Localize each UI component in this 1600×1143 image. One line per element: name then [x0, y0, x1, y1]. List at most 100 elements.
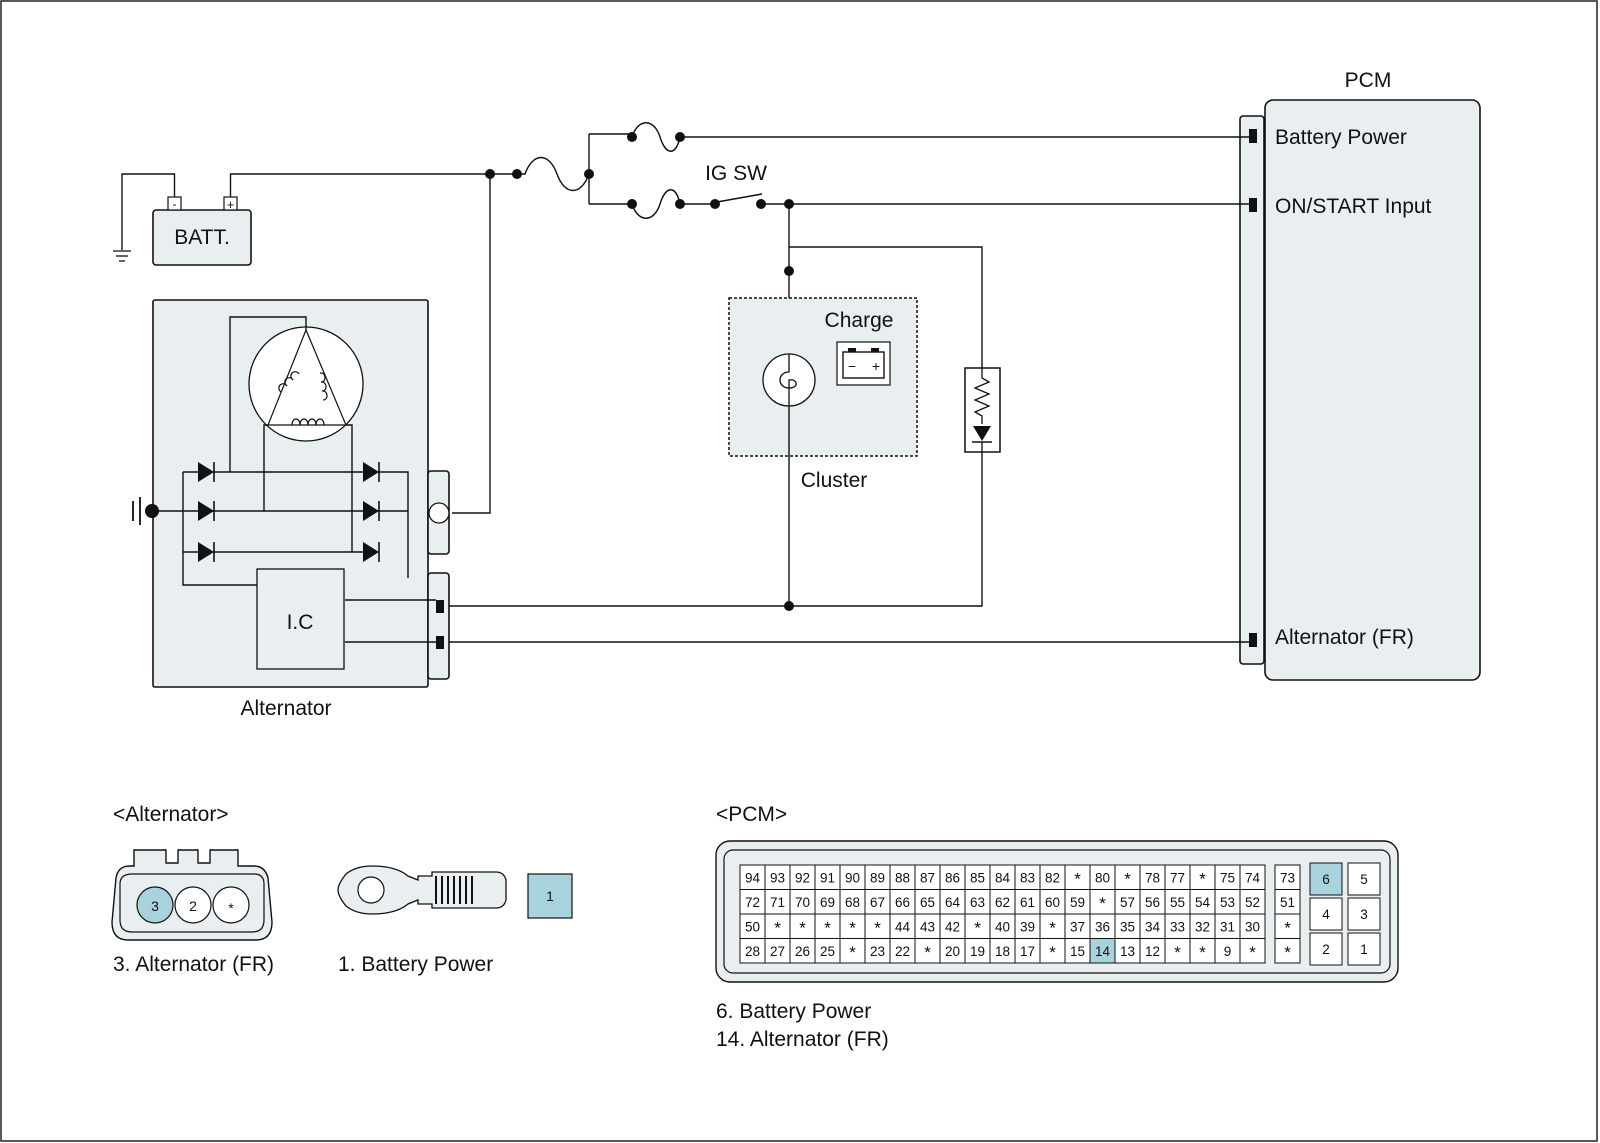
ig-switch-contact: [716, 193, 763, 203]
battery-warning-icon: − +: [842, 348, 885, 379]
pcm-pin-3-18-cell: [1189, 938, 1216, 964]
pcm-pin-2-16-label: 34: [1145, 919, 1161, 934]
pcm-block-pin-6-label: 6: [1322, 872, 1330, 887]
pcm-pin-3-0-label: 28: [745, 944, 760, 959]
pcm-block-pin-1-cell: [1347, 932, 1381, 966]
pcm-block-pin-1-label: 1: [1360, 942, 1368, 957]
pcm-pin-1-1-label: 71: [770, 895, 785, 910]
alt-conn-pin-3: [136, 886, 174, 924]
pcm-pin-1-2-label: 70: [795, 895, 810, 910]
pcm-label-alternator-fr: Alternator (FR): [1275, 626, 1414, 649]
pcm-pin-0-8-label: 86: [945, 870, 960, 885]
pcm-pin-1-0-label: 72: [745, 895, 760, 910]
pcm-pin-0-9-label: 85: [970, 870, 985, 885]
battery-label: BATT.: [174, 226, 230, 249]
pcm-pin-1-8-label: 64: [945, 895, 961, 910]
pcm-pin-0-21-label: 73: [1280, 870, 1295, 885]
pcm-pin-3-15-cell: [1114, 938, 1141, 964]
pcm-pin-3-15-label: 13: [1120, 944, 1135, 959]
pcm-pin-2-4-label: *: [849, 918, 856, 937]
pcm-block-pin-5-cell: [1347, 862, 1381, 896]
pcm-pin-0-21-cell: [1274, 864, 1301, 890]
pcm-pin-battery: [1249, 129, 1257, 143]
pcm-pin-1-5-label: 67: [870, 895, 885, 910]
pcm-pin-3-7-label: *: [924, 943, 931, 962]
charge-label: Charge: [825, 309, 894, 332]
junction-789-271: [784, 266, 794, 276]
pcm-pin-1-15-label: 57: [1120, 895, 1135, 910]
pcm-block-pin-4-cell: [1309, 897, 1343, 931]
pcm-pin-0-10-label: 84: [995, 870, 1011, 885]
pcm-block-pin-3-label: 3: [1360, 907, 1368, 922]
alt-conn-pin-star: [212, 886, 250, 924]
pcm-label-battery-power: Battery Power: [1275, 126, 1407, 149]
pcm-pin-3-17-label: *: [1174, 943, 1181, 962]
pcm-pin-0-2-cell: [789, 864, 816, 890]
pcm-pin-on-start: [1249, 198, 1257, 212]
main-fuse-icon: [517, 156, 590, 192]
pcm-block-pin-6-cell: [1309, 862, 1343, 896]
rectifier-diodes: [198, 462, 380, 562]
alternator: I.C Alternator: [132, 299, 450, 720]
pcm-pin-1-16-label: 56: [1145, 895, 1160, 910]
alt-conn-pin-2: [174, 886, 212, 924]
pcm-pin-3-17-cell: [1164, 938, 1191, 964]
pcm-pin-3-1-label: 27: [770, 944, 785, 959]
pcm-pin-0-7-label: 87: [920, 870, 935, 885]
pcm-pin-3-14-cell: [1089, 938, 1116, 964]
pcm-pin-0-4-label: 90: [845, 870, 860, 885]
charge-icon-plus: +: [872, 358, 880, 374]
pcm-pin-3-12-label: *: [1049, 943, 1056, 962]
pcm-pin-0-6-label: 88: [895, 870, 910, 885]
battery-terminal-pin-label: 1: [546, 888, 554, 904]
pcm-pin-0-19-cell: [1214, 864, 1241, 890]
pcm-pin-0-2-label: 92: [795, 870, 810, 885]
pcm-pin-3-11-label: 17: [1020, 944, 1035, 959]
stator-leads: [229, 316, 353, 552]
pcm-pin-0-5-cell: [864, 864, 891, 890]
pcm-pin-1-17-cell: [1164, 889, 1191, 915]
pcm-pin-2-14-label: 36: [1095, 919, 1110, 934]
pcm-pin-3-10-cell: [989, 938, 1016, 964]
pcm-pin-3-19-label: 9: [1224, 944, 1232, 959]
pcm-pin-0-13-label: *: [1074, 869, 1081, 888]
pcm-pin-3-13-label: 15: [1070, 944, 1085, 959]
pcm-connector-strip: [1239, 115, 1265, 665]
pcm-pin-2-19-label: 31: [1220, 919, 1235, 934]
battery-body: [152, 209, 252, 266]
alternator-connector: 3 2 *: [111, 849, 273, 941]
battery-positive-wire: [229, 173, 490, 197]
alternator-connector-caption: 3. Alternator (FR): [113, 953, 274, 976]
pcm-pin-1-11-label: 61: [1020, 895, 1035, 910]
resistor-branch-wire: [789, 246, 983, 368]
pcm-pin-2-21-label: *: [1284, 918, 1291, 937]
alt-conn-pin-star-label: *: [228, 900, 234, 916]
pcm-pin-1-10-cell: [989, 889, 1016, 915]
alternator-connector-inner: [119, 873, 265, 933]
pcm-pin-3-7-cell: [914, 938, 941, 964]
pcm-pin-2-6-label: 44: [895, 919, 911, 934]
pcm-pin-3-21-label: *: [1284, 943, 1291, 962]
pcm-pin-1-9-cell: [964, 889, 991, 915]
pcm-pin-0-0-cell: [739, 864, 766, 890]
pcm-pin-0-19-label: 75: [1220, 870, 1235, 885]
pcm-pin-1-1-cell: [764, 889, 791, 915]
alternator-b-terminal: [428, 502, 450, 524]
pcm-block-pin-2-label: 2: [1322, 942, 1330, 957]
pcm-pin-2-8-label: 42: [945, 919, 960, 934]
pcm-pin-1-18-label: 54: [1195, 895, 1211, 910]
charge-lamp-icon: [762, 353, 816, 407]
pcm-pin-2-12-label: *: [1049, 918, 1056, 937]
b-plus-to-alternator-wire: [452, 174, 491, 514]
pcm-pin-1-3-label: 69: [820, 895, 835, 910]
pcm-pin-3-16-cell: [1139, 938, 1166, 964]
pcm-pin-1-14-label: *: [1099, 894, 1106, 913]
pcm-pin-3-16-label: 12: [1145, 944, 1160, 959]
pcm-pin-1-21-cell: [1274, 889, 1301, 915]
pcm-pin-1-5-cell: [864, 889, 891, 915]
pcm-pin-2-17-label: 33: [1170, 919, 1185, 934]
pcm-pin-1-6-label: 66: [895, 895, 910, 910]
pcm-pin-2-2-label: *: [799, 918, 806, 937]
battery-terminal-caption: 1. Battery Power: [338, 953, 493, 976]
